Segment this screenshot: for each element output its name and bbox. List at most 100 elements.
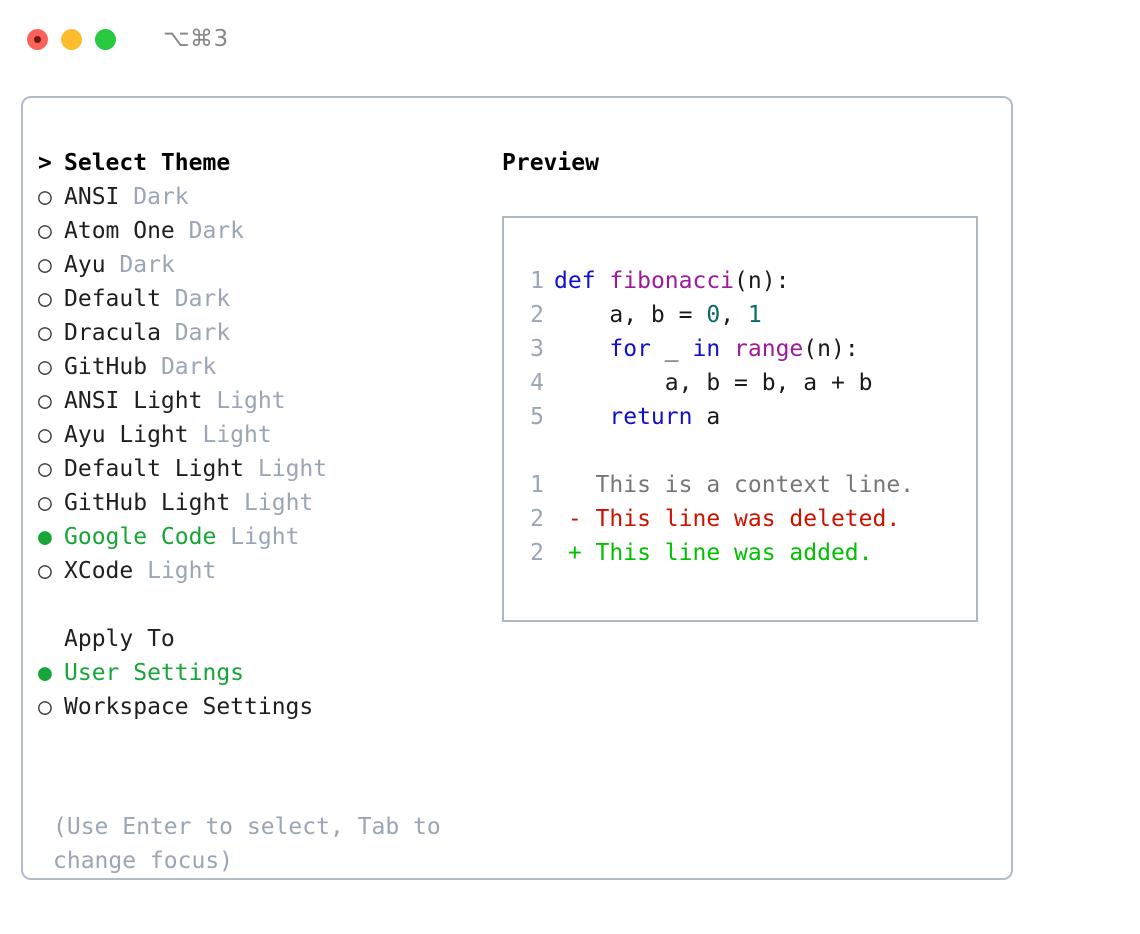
theme-category-badge: Dark — [160, 354, 217, 380]
token-pln: a, b = — [554, 302, 707, 328]
theme-option-dracula[interactable]: ○ Dracula Dark — [38, 316, 488, 350]
theme-option-atom-one[interactable]: ○Atom One Dark — [38, 214, 488, 248]
theme-category-badge: Light — [216, 388, 286, 414]
spacer — [133, 554, 147, 588]
radio-unselected-icon: ○ — [38, 694, 52, 720]
theme-category-badge: Light — [257, 456, 328, 482]
theme-option-ansi[interactable]: ○ ANSI Dark — [38, 180, 488, 214]
line-number: 3 — [530, 336, 544, 362]
radio-unselected-icon: ○ — [38, 218, 52, 244]
apply-to-option-workspace-settings[interactable]: ○Workspace Settings — [38, 690, 488, 724]
theme-option-label: GitHub — [64, 354, 148, 380]
caret-icon: > — [38, 150, 52, 176]
line-number: 2 — [530, 506, 544, 532]
token-pln: (n): — [803, 336, 859, 362]
token-pln: a, b = b, a + b — [554, 370, 873, 396]
theme-category-badge: Dark — [133, 184, 189, 210]
theme-category-badge: Light — [230, 524, 300, 550]
code-line-text: return a — [554, 400, 720, 434]
theme-category-badge: Dark — [174, 320, 231, 346]
code-line: 4 a, b = b, a + b — [516, 366, 968, 400]
theme-selector-column: > Select Theme ○ANSI Dark○Atom One Dark○… — [38, 146, 488, 874]
theme-category-badge: Dark — [174, 286, 231, 312]
line-number: 1 — [530, 268, 544, 294]
panel-columns: > Select Theme ○ANSI Dark○Atom One Dark○… — [23, 98, 1011, 878]
token-add: + This line was added. — [554, 540, 873, 566]
code-line: 2 a, b = 0, 1 — [516, 298, 968, 332]
theme-list: > Select Theme ○ANSI Dark○Atom One Dark○… — [38, 146, 488, 588]
theme-option-default[interactable]: ○ Default Dark — [38, 282, 488, 316]
radio-selected-icon: ● — [38, 660, 52, 686]
apply-to-option-user-settings[interactable]: ● User Settings — [38, 656, 488, 690]
line-number: 4 — [530, 370, 544, 396]
code-line: 5 return a — [516, 400, 968, 434]
token-pln — [554, 336, 609, 362]
theme-option-ayu[interactable]: ○ Ayu Dark — [38, 248, 488, 282]
apply-to-option-label: User Settings — [64, 660, 245, 686]
spacer — [161, 316, 175, 350]
minimize-window-button[interactable] — [61, 28, 82, 50]
token-pln: , — [720, 302, 748, 328]
radio-unselected-icon: ○ — [38, 320, 52, 346]
code-diff-separator — [516, 434, 968, 468]
theme-option-label: Default — [64, 286, 161, 312]
code-line-text: def fibonacci(n): — [554, 264, 789, 298]
theme-option-github[interactable]: ○ GitHub Dark — [38, 350, 488, 384]
radio-unselected-icon: ○ — [38, 558, 52, 584]
spacer — [106, 248, 120, 282]
spacer — [175, 214, 189, 248]
token-num: 0 — [706, 302, 721, 328]
diff-line: 2 + This line was added. — [516, 536, 968, 570]
code-line-text: - This line was deleted. — [554, 502, 900, 536]
theme-list-title: Select Theme — [64, 150, 231, 176]
keyboard-shortcut-label: ⌥⌘3 — [163, 26, 229, 52]
theme-option-ayu-light[interactable]: ○ Ayu Light Light — [38, 418, 488, 452]
theme-option-label: ANSI Light — [64, 388, 203, 414]
theme-category-badge: Dark — [119, 252, 175, 278]
spacer — [147, 350, 161, 384]
spacer — [230, 486, 244, 520]
theme-option-ansi-light[interactable]: ○ANSI Light Light — [38, 384, 488, 418]
zoom-window-button[interactable] — [95, 28, 116, 50]
theme-option-xcode[interactable]: ○ XCode Light — [38, 554, 488, 588]
theme-option-label: GitHub Light — [64, 490, 231, 516]
token-fn: fibonacci — [609, 268, 735, 294]
traffic-light-group — [27, 28, 116, 50]
theme-option-label: Ayu — [64, 252, 106, 278]
token-pln: a — [692, 404, 721, 430]
theme-option-label: Dracula — [64, 320, 161, 346]
token-del: - This line was deleted. — [554, 506, 901, 532]
code-line-text: + This line was added. — [554, 536, 873, 570]
radio-unselected-icon: ○ — [38, 354, 52, 380]
code-line-text: for _ in range(n): — [554, 332, 859, 366]
theme-option-github-light[interactable]: ○GitHub Light Light — [38, 486, 488, 520]
token-kw: def — [554, 268, 596, 294]
token-pln — [720, 336, 734, 362]
window-titlebar: ⌥⌘3 — [0, 0, 1140, 78]
radio-unselected-icon: ○ — [38, 422, 52, 448]
token-pln — [596, 268, 610, 294]
close-window-button[interactable] — [27, 28, 48, 50]
radio-unselected-icon: ○ — [38, 184, 52, 210]
theme-category-badge: Light — [147, 558, 217, 584]
radio-unselected-icon: ○ — [38, 252, 52, 278]
theme-category-badge: Light — [202, 422, 272, 448]
theme-option-google-code[interactable]: ●Google Code Light — [38, 520, 488, 554]
theme-option-default-light[interactable]: ○Default Light Light — [38, 452, 488, 486]
preview-title: Preview — [502, 150, 599, 176]
apply-to-title: Apply To — [64, 626, 175, 652]
code-line: 3 for _ in range(n): — [516, 332, 968, 366]
token-kw: in — [692, 336, 721, 362]
radio-unselected-icon: ○ — [38, 456, 52, 482]
token-fn: range — [734, 336, 804, 362]
spacer — [202, 384, 216, 418]
radio-unselected-icon: ○ — [38, 286, 52, 312]
theme-option-label: ANSI — [64, 184, 120, 210]
code-line-text: This is a context line. — [554, 468, 915, 502]
theme-option-label: Ayu Light — [64, 422, 189, 448]
line-number: 2 — [530, 302, 544, 328]
theme-option-label: XCode — [64, 558, 134, 584]
